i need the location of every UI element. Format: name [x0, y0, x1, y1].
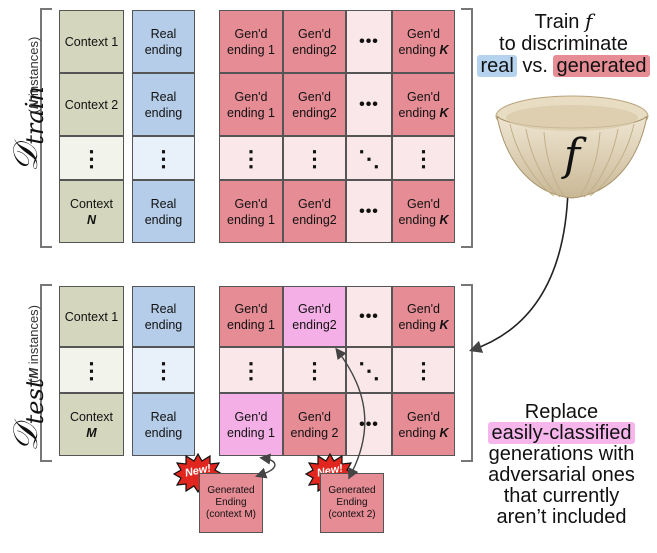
real-highlight: real	[477, 55, 517, 77]
train-gen-ending-k-cell: Gen'd ending K	[392, 10, 455, 73]
train-vertical-dots-cell: ⋮	[283, 136, 346, 180]
train-gen-ending-cell: Gen'd ending2	[283, 73, 346, 136]
coffee-filter-icon: f	[495, 95, 649, 199]
train-real-ending-cell: Real ending	[132, 10, 195, 73]
test-gen-ending-k-cell: Gen'd ending K	[392, 286, 455, 347]
train-ellipsis-cell: •••	[346, 10, 392, 73]
test-diagonal-dots-cell: ⋱	[346, 347, 392, 393]
test-left-bracket	[40, 284, 52, 462]
train-gen-ending-cell: Gen'd ending 1	[219, 73, 283, 136]
test-ellipsis-cell: •••	[346, 393, 392, 456]
test-gen-ending-cell: Gen'd ending 1	[219, 286, 283, 347]
train-real-ending-cell: Real ending	[132, 73, 195, 136]
test-real-ending-cell: Real ending	[132, 286, 195, 347]
test-vertical-dots-cell: ⋮	[283, 347, 346, 393]
test-real-ending-cell: Real ending	[132, 393, 195, 456]
train-vertical-dots-cell: ⋮	[392, 136, 455, 180]
train-real-ending-cell: Real ending	[132, 180, 195, 243]
replace-instruction-text: Replace easily-classified generations wi…	[488, 401, 635, 528]
generated-ending-box: Generated Ending (context M)	[199, 473, 263, 533]
train-gen-ending-k-cell: Gen'd ending K	[392, 180, 455, 243]
train-vertical-dots-cell: ⋮	[59, 136, 124, 180]
train-gen-ending-cell: Gen'd ending 1	[219, 10, 283, 73]
train-ellipsis-cell: •••	[346, 73, 392, 136]
train-diagonal-dots-cell: ⋱	[346, 136, 392, 180]
train-gen-ending-cell: Gen'd ending2	[283, 180, 346, 243]
test-ellipsis-cell: •••	[346, 286, 392, 347]
test-vertical-dots-cell: ⋮	[132, 347, 195, 393]
train-vertical-dots-cell: ⋮	[132, 136, 195, 180]
test-gen-ending-k-cell: Gen'd ending K	[392, 393, 455, 456]
train-context-cell: Context 2	[59, 73, 124, 136]
generated-highlight: generated	[553, 55, 650, 77]
train-gen-ending-cell: Gen'd ending 1	[219, 180, 283, 243]
generated-ending-box: Generated Ending (context 2)	[320, 473, 384, 533]
train-vertical-dots-cell: ⋮	[219, 136, 283, 180]
test-count-label: (M instances)	[26, 304, 41, 384]
filter-to-test-arrow	[468, 189, 569, 353]
swap-arrow-context-m	[255, 453, 276, 479]
train-gen-ending-cell: Gen'd ending2	[283, 10, 346, 73]
easily-classified-highlight: easily-classified	[488, 422, 635, 444]
train-ellipsis-cell: •••	[346, 180, 392, 243]
test-gen-ending-cell: Gen'd ending 2	[283, 393, 346, 456]
train-right-bracket	[461, 8, 473, 248]
test-vertical-dots-cell: ⋮	[59, 347, 124, 393]
test-right-bracket	[461, 284, 473, 462]
train-instruction-text: Train f to discriminate real vs. generat…	[470, 10, 657, 77]
test-vertical-dots-cell: ⋮	[219, 347, 283, 393]
test-vertical-dots-cell: ⋮	[392, 347, 455, 393]
test-easy-gen-ending-cell: Gen'd ending2	[283, 286, 346, 347]
train-context-cell: Context 1	[59, 10, 124, 73]
test-easy-gen-ending-cell: Gen'd ending 1	[219, 393, 283, 456]
train-gen-ending-k-cell: Gen'd ending K	[392, 73, 455, 136]
train-left-bracket	[40, 8, 52, 248]
test-context-cell: Context 1	[59, 286, 124, 347]
train-count-label: (N instances)	[26, 36, 41, 114]
